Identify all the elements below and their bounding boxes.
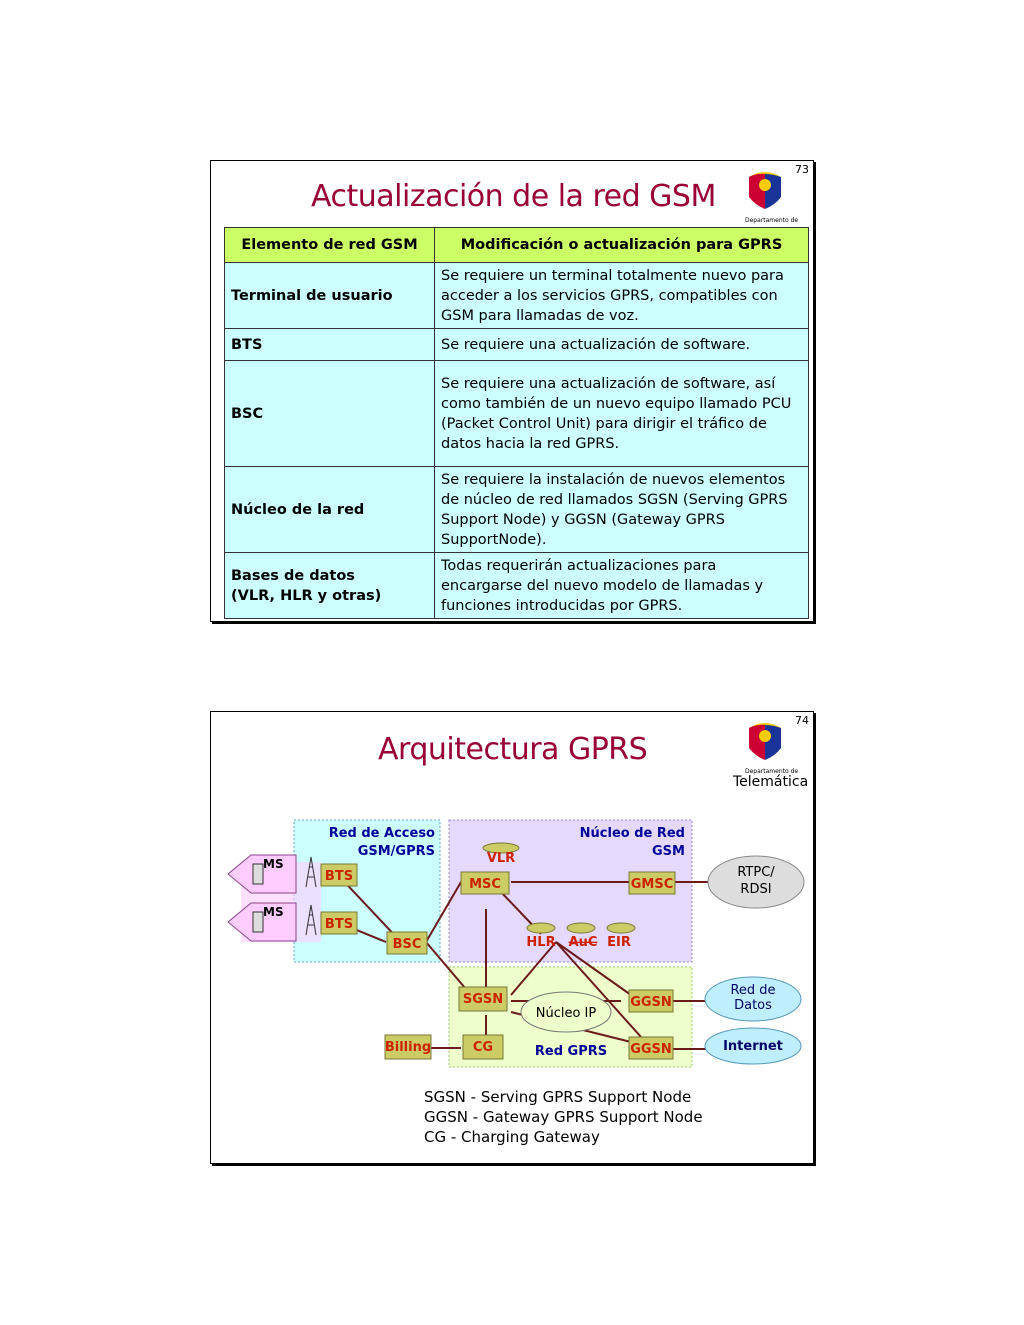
- rtpc-label-1: RTPC/: [737, 865, 775, 880]
- telematica-logo-icon: [749, 172, 781, 209]
- table-cell: Se requiere un terminal totalmente nuevo…: [434, 262, 809, 329]
- page-number: 74: [795, 714, 809, 727]
- ms-2: MS: [227, 902, 297, 942]
- hlr-auc-eir-node: HLR AuC EIR: [526, 922, 636, 950]
- table-row: BSC Se requiere una actualización de sof…: [224, 360, 809, 467]
- cg-node: CG: [462, 1034, 504, 1060]
- table-cell: Se requiere una actualización de softwar…: [434, 360, 809, 467]
- phone-icon: [252, 863, 264, 885]
- sgsn-node: SGSN: [458, 986, 508, 1012]
- core-label-1: Núcleo de Red: [580, 826, 685, 841]
- legend-item: CG - Charging Gateway: [424, 1128, 600, 1146]
- auc-label: AuC: [569, 935, 598, 950]
- bts-label: BTS: [325, 869, 353, 884]
- gmsc-label: GMSC: [631, 877, 674, 892]
- vlr-node: VLR: [482, 842, 520, 866]
- core-label-2: GSM: [652, 844, 685, 859]
- nucleo-ip-label: Núcleo IP: [536, 1006, 597, 1021]
- ggsn-1-node: GGSN: [628, 989, 674, 1013]
- legend-item: GGSN - Gateway GPRS Support Node: [424, 1108, 703, 1126]
- red-datos-label-1: Red de: [730, 983, 775, 998]
- red-gprs-label: Red GPRS: [535, 1044, 607, 1059]
- bts-1-node: BTS: [320, 863, 358, 887]
- rtpc-label-2: RDSI: [740, 882, 771, 897]
- logo-dept: Departamento de: [745, 768, 799, 775]
- bsc-label: BSC: [393, 937, 422, 952]
- antenna-icon: [305, 856, 317, 936]
- vlr-label: VLR: [487, 851, 515, 866]
- logo-name: Telemática: [733, 774, 809, 790]
- table-row: BTS Se requiere una actualización de sof…: [224, 328, 809, 361]
- nodes: BTS BTS BSC VLR MSC GMSC: [320, 842, 676, 1060]
- table-header: Modificación o actualización para GPRS: [434, 227, 809, 263]
- nucleo-ip-cloud: Núcleo IP: [520, 991, 612, 1033]
- access-label-1: Red de Acceso: [329, 826, 435, 841]
- slide-73: 73 Actualización de la red GSM Departame…: [210, 160, 814, 622]
- hlr-label: HLR: [526, 935, 555, 950]
- internet-label: Internet: [723, 1039, 783, 1054]
- legend: SGSN - Serving GPRS Support Node GGSN - …: [424, 1087, 703, 1147]
- table-cell: Núcleo de la red: [224, 466, 435, 553]
- gprs-architecture-diagram: Red de Acceso GSM/GPRS Núcleo de Red GSM…: [227, 819, 805, 1068]
- ggsn-label: GGSN: [630, 995, 672, 1010]
- red-datos-cloud: Red de Datos: [704, 976, 802, 1022]
- slide-74: 74 Arquitectura GPRS Departamento de Tel…: [210, 711, 814, 1164]
- cg-label: CG: [473, 1040, 493, 1055]
- ms-label: MS: [263, 905, 284, 919]
- msc-label: MSC: [469, 877, 501, 892]
- red-datos-label-2: Datos: [734, 998, 772, 1013]
- table-row: Bases de datos (VLR, HLR y otras) Todas …: [224, 552, 809, 619]
- logo: Departamento de Telemática: [733, 720, 808, 790]
- slide-title: Arquitectura GPRS: [378, 732, 648, 767]
- update-table: Elemento de red GSM Modificación o actua…: [224, 227, 809, 619]
- bts-2-node: BTS: [320, 911, 358, 935]
- internet-cloud: Internet: [704, 1027, 802, 1065]
- gmsc-node: GMSC: [628, 871, 676, 895]
- billing-node: Billing: [384, 1034, 432, 1060]
- logo: Departamento de: [745, 169, 807, 229]
- bsc-node: BSC: [386, 931, 428, 955]
- access-label-2: GSM/GPRS: [358, 844, 435, 859]
- table-cell: BSC: [224, 360, 435, 467]
- ggsn-label: GGSN: [630, 1042, 672, 1057]
- table-header: Elemento de red GSM: [224, 227, 435, 263]
- msc-node: MSC: [460, 871, 510, 895]
- billing-label: Billing: [385, 1040, 431, 1055]
- table-cell: Bases de datos (VLR, HLR y otras): [224, 552, 435, 619]
- bts-label: BTS: [325, 917, 353, 932]
- legend-item: SGSN - Serving GPRS Support Node: [424, 1088, 692, 1106]
- table-cell: Terminal de usuario: [224, 262, 435, 329]
- table-row: Terminal de usuario Se requiere un termi…: [224, 262, 809, 329]
- ggsn-2-node: GGSN: [628, 1036, 674, 1060]
- page-number: 73: [795, 163, 809, 176]
- ms-1: MS: [227, 854, 297, 894]
- logo-dept: Departamento de: [745, 217, 799, 224]
- telematica-logo-icon: [749, 723, 781, 760]
- table-cell: Todas requerirán actualizaciones para en…: [434, 552, 809, 619]
- phone-icon: [252, 911, 264, 933]
- rtpc-cloud: RTPC/ RDSI: [707, 855, 805, 909]
- ms-label: MS: [263, 857, 284, 871]
- eir-label: EIR: [607, 935, 631, 950]
- table-cell: Se requiere una actualización de softwar…: [434, 328, 809, 361]
- slide-title: Actualización de la red GSM: [311, 179, 716, 214]
- sgsn-label: SGSN: [463, 992, 503, 1007]
- table-cell: BTS: [224, 328, 435, 361]
- table-row: Núcleo de la red Se requiere la instalac…: [224, 466, 809, 553]
- table-cell: Se requiere la instalación de nuevos ele…: [434, 466, 809, 553]
